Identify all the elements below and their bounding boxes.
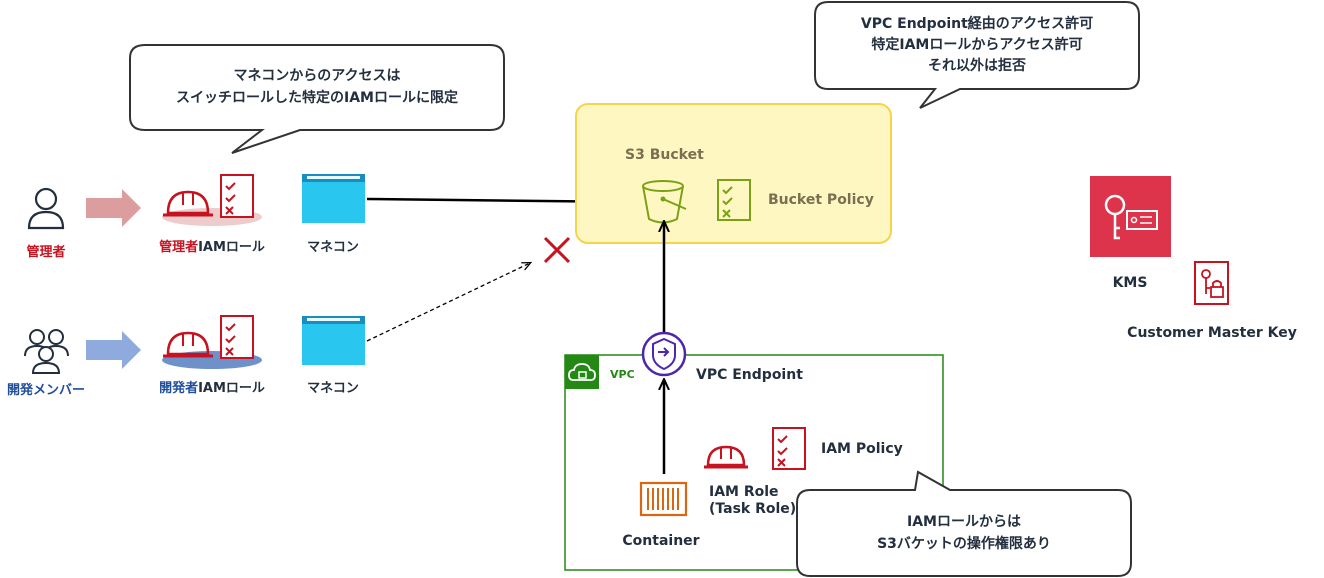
admin-user-icon <box>27 187 65 230</box>
admin-label: 管理者 <box>26 244 65 260</box>
callout-console-access-line-2: スイッチロールした特定のIAMロールに限定 <box>176 89 458 106</box>
vpc-label: VPC <box>610 368 635 381</box>
container-label: Container <box>622 533 699 549</box>
developer-label: 開発メンバー <box>7 382 85 398</box>
callout-iam-role-line-1: IAMロールからは <box>907 514 1021 530</box>
s3-bucket-label: S3 Bucket <box>625 147 704 163</box>
vpc-cloud-lock-icon <box>568 363 596 381</box>
kms-label: KMS <box>1113 275 1148 291</box>
callout-bucket-access-line-2: 特定IAMロールからアクセス許可 <box>871 36 1082 53</box>
admin-policy-icon <box>220 174 254 218</box>
task-role-hardhat-icon <box>704 445 748 469</box>
vpc-endpoint-icon <box>641 331 687 377</box>
callout-iam-role: IAMロールからは S3バケットの操作権限あり <box>796 470 1132 577</box>
cmk-label: Customer Master Key <box>1127 325 1297 341</box>
developer-console-label: マネコン <box>307 381 359 396</box>
developer-role-label: 開発者IAMロール <box>159 380 265 396</box>
container-icon <box>639 481 688 517</box>
callout-console-access-line-1: マネコンからのアクセスは <box>233 68 400 84</box>
iam-policy-icon <box>772 427 806 470</box>
admin-hardhat-icon <box>163 190 213 217</box>
vpc-endpoint-label: VPC Endpoint <box>696 367 803 383</box>
developer-console-icon <box>302 316 365 365</box>
developer-denied-arrow <box>366 263 530 342</box>
admin-console-icon <box>302 174 365 223</box>
developer-policy-icon <box>220 315 254 359</box>
kms-icon <box>1090 176 1171 257</box>
bucket-policy-icon <box>717 179 751 221</box>
task-role-label: (Task Role) <box>709 501 796 517</box>
s3-bucket-group <box>575 103 892 244</box>
deny-x-icon <box>543 236 571 264</box>
admin-arrow <box>86 189 141 227</box>
iam-policy-label: IAM Policy <box>821 441 903 457</box>
callout-bucket-access-line-1: VPC Endpoint経由のアクセス許可 <box>861 15 1093 32</box>
callout-iam-role-line-2: S3バケットの操作権限あり <box>877 535 1051 552</box>
callout-console-access: マネコンからのアクセスは スイッチロールした特定のIAMロールに限定 <box>129 44 505 154</box>
developer-arrow <box>86 331 141 369</box>
developer-hardhat-icon <box>163 331 213 358</box>
bucket-policy-label: Bucket Policy <box>768 192 874 208</box>
admin-role-label: 管理者IAMロール <box>159 239 265 255</box>
cmk-icon <box>1194 261 1229 305</box>
callout-bucket-access-line-3: それ以外は拒否 <box>928 57 1026 74</box>
admin-console-label: マネコン <box>307 240 359 255</box>
iam-role-label: IAM Role <box>709 484 779 500</box>
developer-users-icon <box>24 329 69 374</box>
callout-bucket-access: VPC Endpoint経由のアクセス許可 特定IAMロールからアクセス許可 そ… <box>814 1 1140 109</box>
